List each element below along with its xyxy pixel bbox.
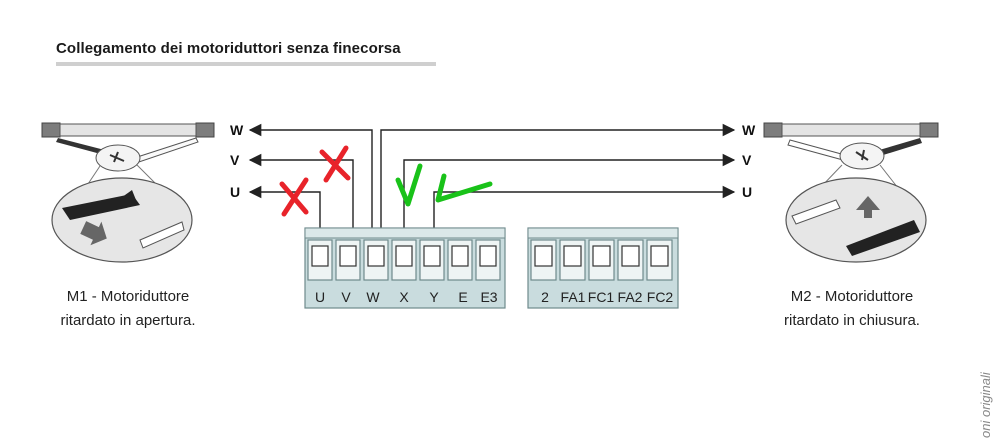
terminal-cell-fc1 (588, 239, 615, 281)
terminal-label-x: X (399, 289, 409, 305)
wire-label-right-v: V (742, 152, 752, 168)
ok-mark-x-check-icon (395, 163, 423, 207)
motor-m1-caption-line2: ritardato in apertura. (60, 312, 195, 329)
terminal-block-1 (304, 227, 506, 309)
terminal-label-2: 2 (541, 289, 549, 305)
terminal-cell-e3 (475, 239, 501, 281)
terminal-block-2 (527, 227, 679, 309)
terminal-cell-v (335, 239, 361, 281)
terminal-cell-fa1 (559, 239, 586, 281)
terminal-label-y: Y (429, 289, 439, 305)
wire-label-right-u: U (742, 184, 752, 200)
wire-w-right (380, 123, 736, 248)
terminal-cell-u (307, 239, 333, 281)
terminal-cell-fa2 (617, 239, 644, 281)
terminal-label-v: V (341, 289, 351, 305)
terminal-label-fc1: FC1 (588, 289, 615, 305)
title-underline (56, 62, 436, 66)
terminal-label-u: U (315, 289, 325, 305)
motor-m2-illustration (763, 122, 939, 263)
terminal-label-e: E (458, 289, 467, 305)
terminal-cell-e (447, 239, 473, 281)
wire-label-left-v: V (230, 152, 240, 168)
motor-m2-caption-line1: M2 - Motoriduttore (791, 288, 914, 305)
terminal-label-e3: E3 (480, 289, 497, 305)
wrong-mark-u-cross-icon (279, 177, 309, 217)
motor-m2-caption-line2: ritardato in chiusura. (784, 312, 920, 329)
side-margin-text: oni originali (978, 371, 993, 438)
terminal-cell-fc2 (646, 239, 673, 281)
wire-w-left (248, 123, 373, 248)
terminal-cell-y (419, 239, 445, 281)
ok-mark-y-check-icon (435, 173, 493, 203)
motor-m1-caption-line1: M1 - Motoriduttore (67, 288, 190, 305)
wrong-mark-v-cross-icon (319, 145, 351, 183)
terminal-label-w: W (366, 289, 380, 305)
terminal-cell-w (363, 239, 389, 281)
motor-m1-illustration (41, 122, 215, 263)
wire-label-right-w: W (742, 122, 756, 138)
wire-v-right (403, 153, 736, 248)
wire-v-left (248, 153, 354, 248)
terminal-label-fa1: FA1 (561, 289, 586, 305)
terminal-cell-2 (530, 239, 557, 281)
terminal-label-fa2: FA2 (618, 289, 643, 305)
wire-label-left-w: W (230, 122, 244, 138)
page-title: Collegamento dei motoriduttori senza fin… (56, 40, 401, 57)
terminal-cell-x (391, 239, 417, 281)
wire-label-left-u: U (230, 184, 240, 200)
terminal-label-fc2: FC2 (647, 289, 674, 305)
